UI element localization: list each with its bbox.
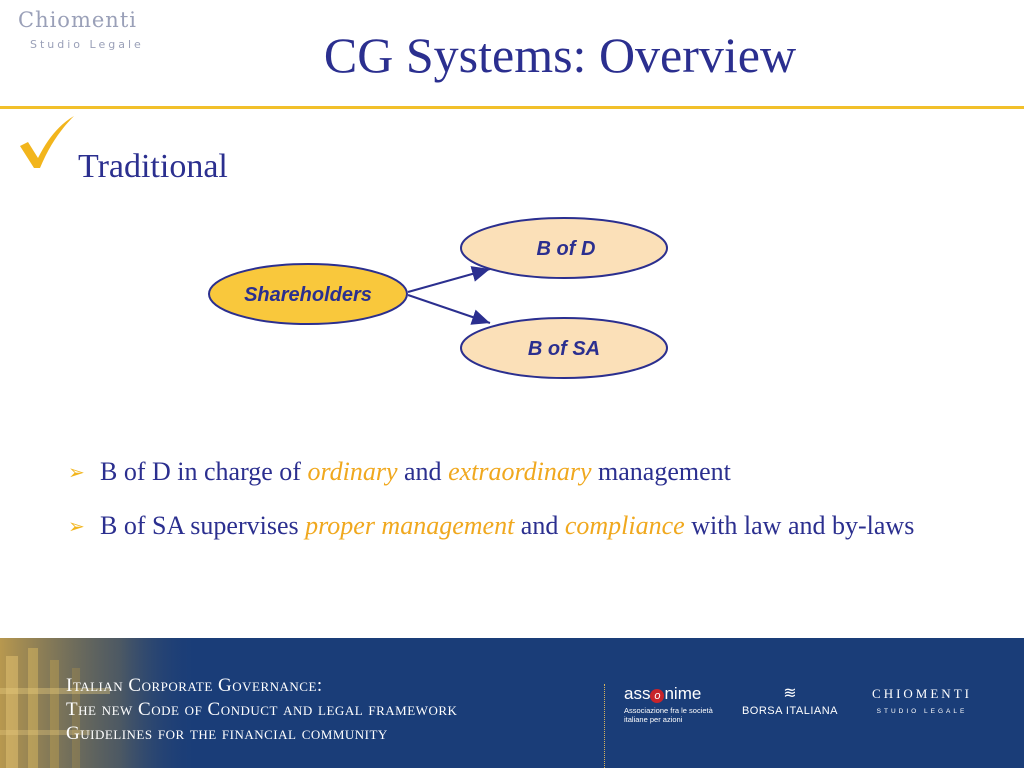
chiomenti-logo: CHIOMENTI STUDIO LEGALE [862,686,982,715]
borsa-italiana-logo: ≋ BORSA ITALIANA [736,685,844,718]
chiomenti-logo-top: Chiomenti Studio Legale [18,8,178,58]
governance-diagram: Shareholders B of D B of SA [208,217,668,379]
footer-line: The new Code of Conduct and legal framew… [66,699,458,720]
footer-line: Guidelines for the financial community [66,723,388,744]
footer-line: Italian Corporate Governance: [66,675,323,696]
footer-banner: Italian Corporate Governance: The new Co… [0,638,1024,768]
bullet-emphasis: compliance [564,511,685,540]
bullet-arrow-icon: ➢ [68,460,85,484]
bullet-text: B of SA supervises [100,511,306,540]
bullet-arrow-icon: ➢ [68,514,85,538]
bullet-emphasis: extraordinary [448,457,592,486]
bullet-item: ➢ B of D in charge of ordinary and extra… [68,455,998,489]
footer-divider [604,684,605,768]
borsa-mark-icon: ≋ [783,685,797,702]
node-bod [460,217,668,279]
bullet-text: B of D in charge of [100,457,308,486]
footer-titles: Italian Corporate Governance: The new Co… [66,674,457,746]
borsa-name: BORSA ITALIANA [741,705,839,717]
checkmark-icon [20,116,74,168]
bullet-list: ➢ B of D in charge of ordinary and extra… [68,455,998,563]
logo-line-2: Studio Legale [30,38,144,51]
building-facade-image [0,638,200,768]
slide-title: CG Systems: Overview [323,27,797,83]
chiomenti-name: CHIOMENTI [872,686,972,701]
logo-line-1: Chiomenti [18,8,137,32]
node-bod-label: B of D [537,238,596,260]
section-subtitle: Traditional [78,148,228,185]
bullet-item: ➢ B of SA supervises proper management a… [68,509,998,543]
bullet-text: and [514,511,565,540]
node-bosa-label: B of SA [528,338,600,360]
edge-to-bod [407,266,491,293]
bullet-emphasis: proper management [305,511,515,540]
bullet-emphasis: ordinary [307,457,398,486]
bullet-text: with law and by-laws [684,511,915,540]
assonime-tagline: Associazione fra le società italiane per… [624,706,713,724]
bullet-text: management [591,457,731,486]
node-shareholders [208,263,408,325]
node-shareholders-label: Shareholders [244,284,372,306]
edge-to-bosa [407,294,491,325]
chiomenti-sub: STUDIO LEGALE [876,708,968,715]
bullet-text: and [397,457,449,486]
title-divider [0,106,1024,109]
node-bosa [460,317,668,379]
